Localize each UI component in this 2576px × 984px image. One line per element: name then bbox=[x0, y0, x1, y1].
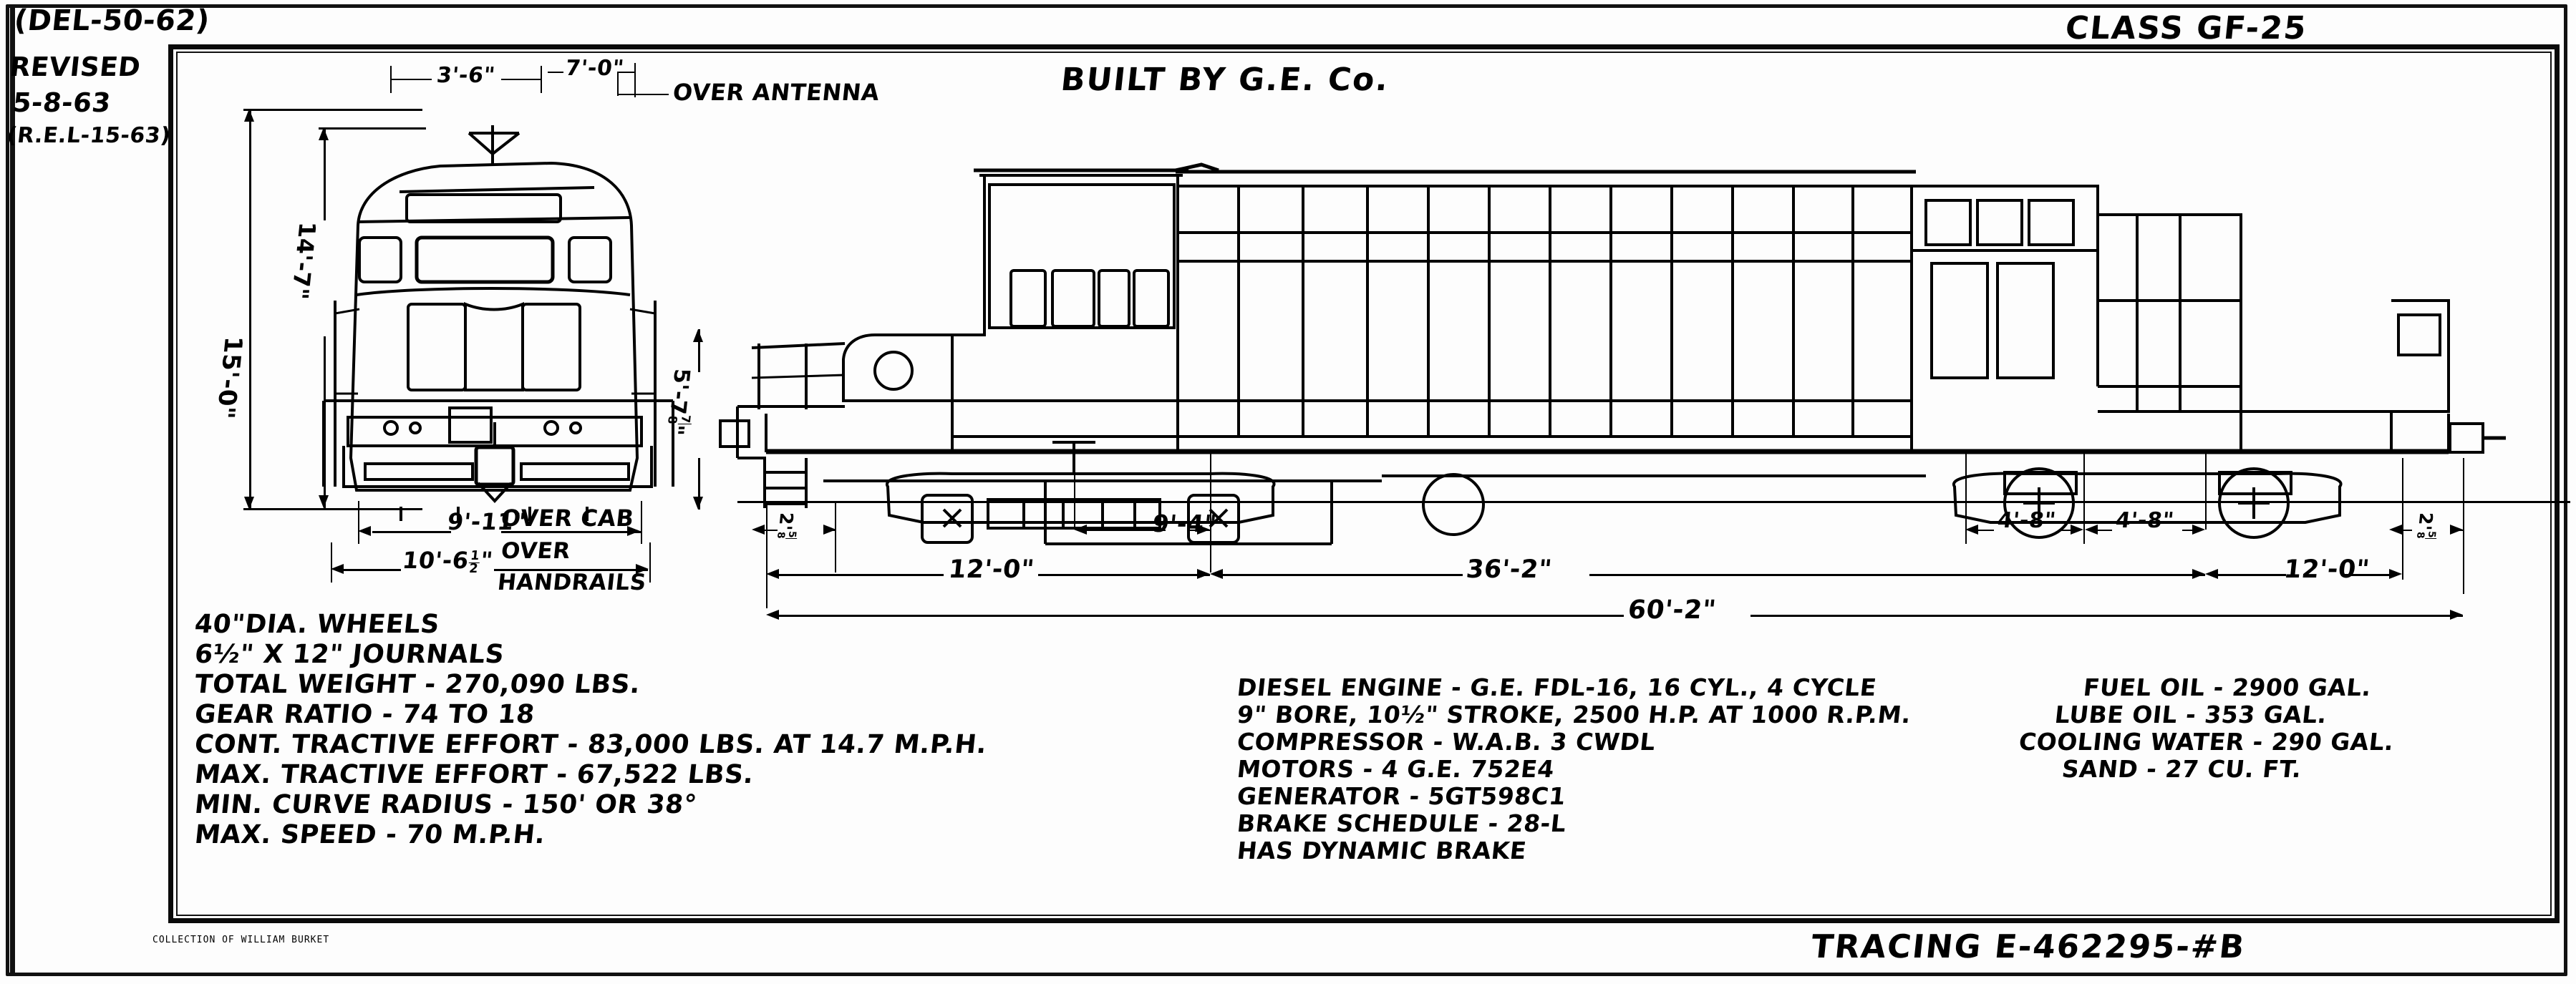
spec-line: 9" BORE, 10½" STROKE, 2500 H.P. AT 1000 … bbox=[1236, 701, 1913, 729]
sheet-outer-border bbox=[6, 4, 2567, 976]
dim-truck-centers: 36'-2" bbox=[1464, 555, 1554, 584]
dim-overhang-right-text: 2' bbox=[2413, 512, 2437, 532]
dim-axle-2: 4'-8" bbox=[2114, 508, 2176, 533]
handrails-label: HANDRAILS bbox=[496, 570, 648, 595]
revised-label: REVISED bbox=[8, 52, 142, 82]
locomotive-side-view bbox=[719, 162, 2506, 545]
over-label: OVER bbox=[500, 538, 572, 564]
spec-block-middle: DIESEL ENGINE - G.E. FDL-16, 16 CYL., 4 … bbox=[1236, 673, 1913, 864]
spec-block-right: FUEL OIL - 2900 GAL.LUBE OIL - 353 GAL.C… bbox=[2018, 673, 2396, 783]
dim-length-overall: 60'-2" bbox=[1626, 595, 1718, 625]
spec-line: GEAR RATIO - 74 TO 18 bbox=[193, 700, 536, 729]
revised-reference: (R.E.L-15-63) bbox=[6, 123, 173, 148]
dim-top-3-6: 3'-6" bbox=[435, 63, 497, 88]
spec-line: BRAKE SCHEDULE - 28-L bbox=[1236, 809, 1568, 837]
dim-top-7-0: 7'-0" bbox=[564, 56, 626, 81]
spec-line: MAX. TRACTIVE EFFORT - 67,522 LBS. bbox=[193, 760, 755, 789]
spec-line: MAX. SPEED - 70 M.P.H. bbox=[193, 820, 547, 849]
over-cab-label: OVER CAB bbox=[500, 505, 636, 532]
locomotive-front-view bbox=[322, 125, 674, 521]
spec-line: COMPRESSOR - W.A.B. 3 CWDL bbox=[1236, 728, 1657, 756]
dim-axle-1: 4'-8" bbox=[1996, 508, 2058, 533]
spec-line: TOTAL WEIGHT - 270,090 LBS. bbox=[193, 670, 642, 699]
spec-line: LUBE OIL - 353 GAL. bbox=[2053, 701, 2329, 729]
spec-line: MOTORS - 4 G.E. 752E4 bbox=[1236, 755, 1556, 783]
spec-line: MIN. CURVE RADIUS - 150' OR 38° bbox=[193, 790, 699, 819]
dim-wb-right: 12'-0" bbox=[2282, 555, 2371, 584]
collection-credit: COLLECTION OF WILLIAM BURKET bbox=[152, 935, 330, 945]
dim-wb-left: 12'-0" bbox=[946, 555, 1036, 584]
dim-width-handrails-text: 10'-6 bbox=[401, 547, 470, 574]
sheet-left-edge bbox=[10, 7, 15, 973]
spec-line: COOLING WATER - 290 GAL. bbox=[2018, 728, 2396, 756]
spec-line: 6½" X 12" JOURNALS bbox=[193, 640, 506, 669]
class-label: CLASS GF-25 bbox=[2063, 10, 2310, 47]
spec-line: DIESEL ENGINE - G.E. FDL-16, 16 CYL., 4 … bbox=[1236, 673, 1879, 701]
dim-9-4: 9'-4" bbox=[1151, 510, 1219, 537]
spec-line: FUEL OIL - 2900 GAL. bbox=[2082, 673, 2373, 701]
spec-line: HAS DYNAMIC BRAKE bbox=[1236, 837, 1529, 864]
tracing-number: TRACING E-462295-#B bbox=[1809, 927, 2247, 965]
sheet-inner-border-2 bbox=[176, 52, 2552, 916]
spec-line: GENERATOR - 5GT598C1 bbox=[1236, 782, 1567, 810]
sheet-inner-border bbox=[168, 44, 2560, 923]
revised-date: 5-8-63 bbox=[11, 87, 112, 118]
dim-overhang-left-text: 2' bbox=[774, 512, 798, 532]
spec-line: SAND - 27 CU. FT. bbox=[2061, 755, 2303, 783]
spec-line: 40"DIA. WHEELS bbox=[193, 610, 441, 639]
spec-line: CONT. TRACTIVE EFFORT - 83,000 LBS. AT 1… bbox=[193, 730, 989, 759]
del-code-label: (DEL-50-62) bbox=[12, 4, 212, 37]
rail-line bbox=[737, 501, 2570, 503]
